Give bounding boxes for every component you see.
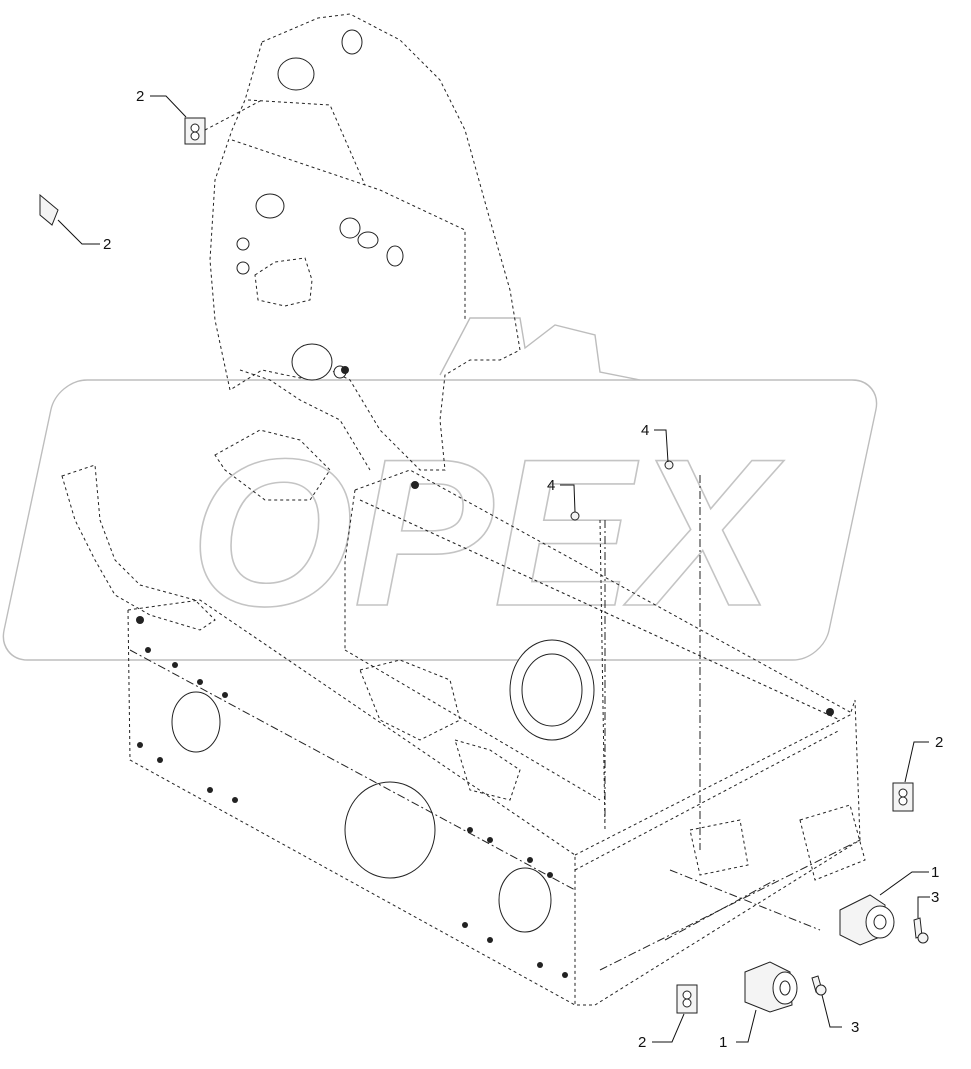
frame-studs — [136, 366, 834, 978]
watermark-gear — [439, 317, 641, 381]
callout-3-bottom: 3 — [851, 1019, 859, 1036]
decal-left — [39, 193, 59, 226]
side-cutout-left — [171, 691, 221, 753]
decal-right — [892, 782, 914, 812]
callout-4-upper: 4 — [641, 422, 649, 439]
main-chassis — [127, 469, 866, 1006]
callout-labels: 2 2 4 4 2 1 3 3 1 2 — [103, 88, 943, 1051]
nut-upper — [664, 460, 674, 470]
callout-2-left: 2 — [103, 236, 111, 253]
side-cutout-right — [498, 867, 552, 933]
tie-down-bracket-right — [839, 894, 895, 946]
callout-2-right: 2 — [935, 734, 943, 751]
decal-top-left — [184, 99, 263, 145]
left-link — [61, 464, 216, 631]
leader-lines — [57, 95, 930, 1043]
nut-lower — [570, 511, 580, 521]
side-cutout-center — [344, 781, 436, 879]
callout-2-top-left: 2 — [136, 88, 144, 105]
callout-1-right: 1 — [931, 864, 939, 881]
pivot-bore-lower — [291, 343, 333, 381]
watermark-outline — [2, 379, 878, 661]
tie-down-bracket-bottom — [744, 961, 798, 1013]
callout-2-bottom: 2 — [638, 1034, 646, 1051]
bolt-right — [913, 917, 929, 944]
watermark: OPEX — [2, 317, 878, 661]
callout-1-bottom: 1 — [719, 1034, 727, 1051]
decal-bottom — [676, 984, 698, 1014]
callout-3-right: 3 — [931, 889, 939, 906]
callout-4-lower: 4 — [547, 477, 555, 494]
watermark-text: OPEX — [190, 415, 784, 650]
upright-tower — [209, 13, 521, 501]
pivot-bore-top — [277, 57, 315, 91]
bolt-bottom — [811, 975, 827, 996]
